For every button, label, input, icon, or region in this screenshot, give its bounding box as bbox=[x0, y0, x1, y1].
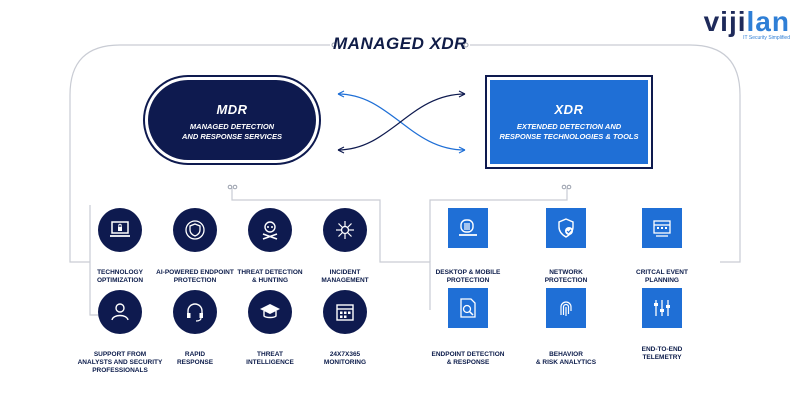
logo-word-b: lan bbox=[746, 6, 790, 37]
sliders-icon bbox=[642, 288, 682, 328]
graduation-cap-icon bbox=[248, 290, 292, 334]
event-planning-icon bbox=[642, 208, 682, 248]
xdr-subtitle-2: RESPONSE TECHNOLOGIES & TOOLS bbox=[499, 132, 639, 141]
shield-icon bbox=[173, 208, 217, 252]
network-hub-icon bbox=[323, 208, 367, 252]
label-endpoint-detection-response: ENDPOINT DETECTION& RESPONSE bbox=[431, 351, 505, 366]
skull-icon bbox=[248, 208, 292, 252]
person-icon bbox=[98, 290, 142, 334]
xdr-subtitle-1: EXTENDED DETECTION AND bbox=[516, 122, 622, 131]
xdr-box: XDR EXTENDED DETECTION AND RESPONSE TECH… bbox=[490, 80, 648, 164]
mdr-subtitle-2: AND RESPONSE SERVICES bbox=[181, 132, 283, 141]
xdr-heading: XDR bbox=[554, 102, 584, 117]
vijilan-logo: vijilan IT Security Simplified bbox=[703, 6, 790, 42]
calendar-icon bbox=[323, 290, 367, 334]
shield-check-icon bbox=[546, 208, 586, 248]
document-search-icon bbox=[448, 288, 488, 328]
headset-icon bbox=[173, 290, 217, 334]
logo-tagline: IT Security Simplified bbox=[743, 35, 790, 41]
mdr-subtitle-1: MANAGED DETECTION bbox=[189, 122, 275, 131]
fingerprint-icon bbox=[546, 288, 586, 328]
label-threat-detection-hunting: THREAT DETECTION& HUNTING bbox=[237, 269, 303, 284]
mdr-box: MDR MANAGED DETECTION AND RESPONSE SERVI… bbox=[148, 80, 316, 160]
label-behavior-risk-analytics: BEHAVIOR& RISK ANALYTICS bbox=[535, 351, 597, 366]
mdr-heading: MDR bbox=[216, 102, 248, 117]
logo-word-a: viji bbox=[703, 6, 747, 37]
laptop-lock-icon bbox=[98, 208, 142, 252]
desktop-mobile-icon bbox=[448, 208, 488, 248]
diagram-title: MANAGED XDR bbox=[333, 34, 467, 53]
